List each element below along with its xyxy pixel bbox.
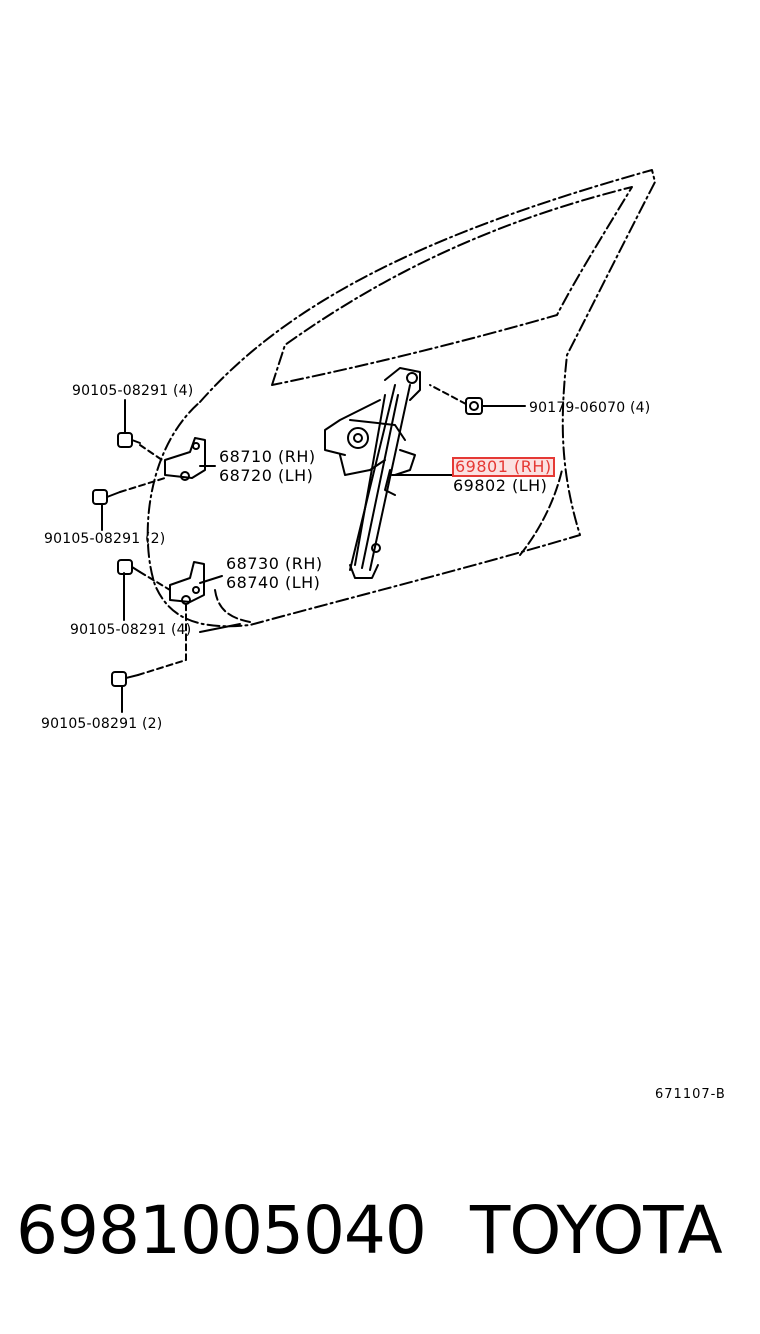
door-inner-line — [519, 469, 563, 556]
lower-hinge — [169, 561, 205, 605]
label-hinge-upper-rh: 68710 (RH) — [219, 447, 316, 466]
label-hinge-lower-lh: 68740 (LH) — [226, 573, 321, 592]
label-bolt-upper-bottom: 90105-08291 (2) — [44, 531, 166, 547]
label-hinge-upper-lh: 68720 (LH) — [219, 466, 314, 485]
window-frame — [271, 186, 633, 386]
label-bolt-lower-top: 90105-08291 (4) — [70, 622, 192, 638]
brand-name: TOYOTA — [470, 1192, 723, 1269]
bolt-upper-b — [92, 489, 121, 505]
illustration-code: 671107-B — [655, 1087, 726, 1102]
label-bolt-upper-top: 90105-08291 (4) — [72, 383, 194, 399]
part-number: 6981005040 — [16, 1192, 427, 1269]
label-regulator-lh: 69802 (LH) — [453, 476, 548, 495]
label-bolt-lower-bottom: 90105-08291 (2) — [41, 716, 163, 732]
bolt-upper-a — [117, 432, 141, 448]
label-nut: 90179-06070 (4) — [529, 400, 651, 416]
door-lower-edge — [214, 589, 251, 623]
label-regulator-rh-highlighted[interactable]: 69801 (RH) — [452, 457, 555, 477]
nut — [465, 397, 483, 415]
window-regulator — [324, 367, 421, 579]
bolt-lower-b — [111, 671, 139, 687]
label-hinge-lower-rh: 68730 (RH) — [226, 554, 323, 573]
door-outline — [146, 169, 656, 628]
upper-hinge — [164, 437, 206, 481]
bolt-lower-a — [117, 559, 141, 575]
